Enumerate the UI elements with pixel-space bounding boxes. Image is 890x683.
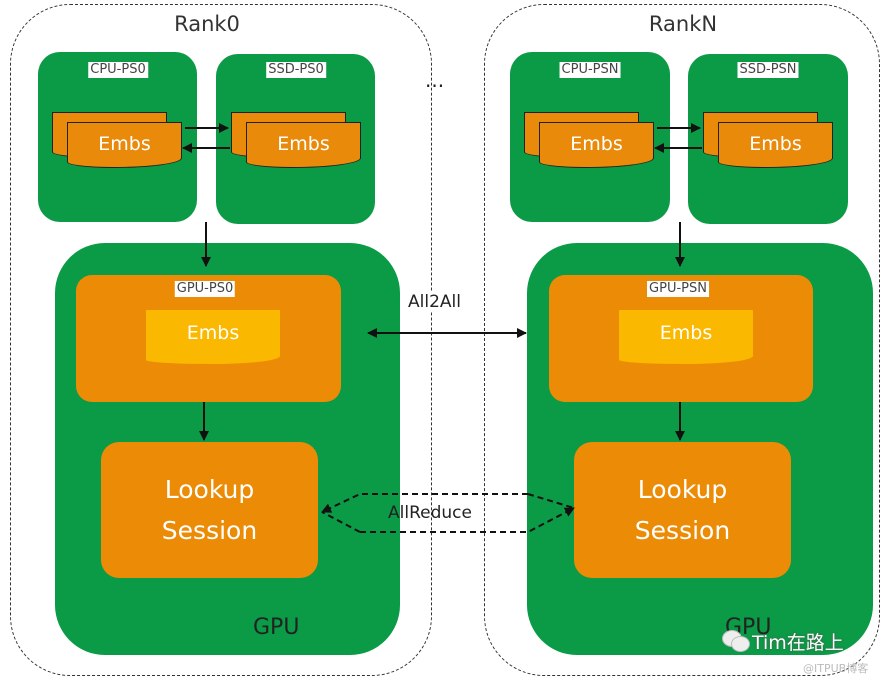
gpu-embs: Embs (146, 310, 280, 364)
watermark-main: Tim在路上 (752, 632, 844, 654)
rank-n-boundary (484, 4, 880, 676)
all2all-label: All2All (405, 292, 464, 312)
ssd-ps-0: SSD-PS0 Embs (216, 54, 375, 224)
lookup-line1: Lookup (637, 475, 728, 504)
embs-label: Embs (659, 322, 713, 344)
rank-n-title: RankN (648, 12, 718, 36)
rank-0-boundary (10, 4, 432, 676)
lookup-line2: Session (634, 516, 731, 545)
gpu-ps-n: GPU-PSN Embs (549, 275, 813, 402)
allreduce-label: AllReduce (388, 503, 472, 523)
cpu-ps-0: CPU-PS0 Embs (38, 52, 197, 222)
ssd-ps-n: SSD-PSN Embs (688, 54, 848, 224)
wechat-icon (722, 630, 750, 652)
ssd-ps-0-label: SSD-PS0 (266, 62, 326, 78)
embs-doc: Embs (539, 122, 654, 168)
lookup-session-n: Lookup Session (574, 442, 791, 578)
allreduce-arrow (321, 493, 575, 533)
cpu-ps-n: CPU-PSN Embs (510, 52, 670, 222)
gpu-ps-0: GPU-PS0 Embs (76, 275, 341, 402)
rank-0-title: Rank0 (174, 12, 240, 36)
watermark-source: @ITPUB博客 (803, 662, 869, 675)
ellipsis: ... (425, 68, 445, 92)
gpu-embs: Embs (619, 310, 753, 364)
lookup-session-0: Lookup Session (101, 442, 318, 578)
embs-label: Embs (277, 133, 330, 155)
gpu-ps-0-label: GPU-PS0 (174, 281, 236, 297)
cpu-ps-n-label: CPU-PSN (559, 62, 621, 78)
embs-label: Embs (186, 322, 240, 344)
embs-label: Embs (98, 133, 151, 155)
cpu-ps-0-label: CPU-PS0 (88, 62, 148, 78)
embs-doc: Embs (67, 122, 182, 168)
gpu-ps-n-label: GPU-PSN (647, 281, 709, 297)
gpu-0-label: GPU (253, 615, 300, 640)
embs-doc: Embs (246, 122, 361, 168)
embs-label: Embs (749, 133, 802, 155)
embs-doc: Embs (718, 122, 833, 168)
embs-label: Embs (570, 133, 623, 155)
lookup-line1: Lookup (164, 475, 255, 504)
lookup-line2: Session (161, 516, 258, 545)
ssd-ps-n-label: SSD-PSN (737, 62, 799, 78)
